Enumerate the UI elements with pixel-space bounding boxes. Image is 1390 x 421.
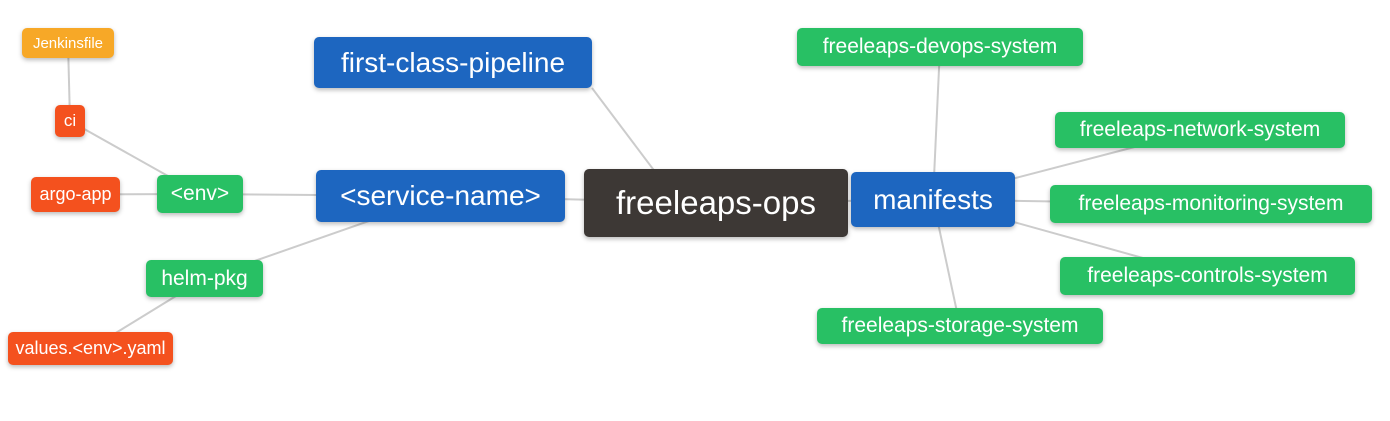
node-manifests[interactable]: manifests — [851, 172, 1015, 227]
node-ci[interactable]: ci — [55, 105, 85, 137]
node-freeleaps-ops[interactable]: freeleaps-ops — [584, 169, 848, 237]
node-freeleaps-storage-system[interactable]: freeleaps-storage-system — [817, 308, 1103, 344]
node-argo-app[interactable]: argo-app — [31, 177, 120, 212]
node-freeleaps-monitoring-system[interactable]: freeleaps-monitoring-system — [1050, 185, 1372, 223]
node-values-env-yaml[interactable]: values.<env>.yaml — [8, 332, 173, 365]
node-freeleaps-network-system[interactable]: freeleaps-network-system — [1055, 112, 1345, 148]
edge-first-class-pipeline--freeleaps-ops — [591, 87, 666, 186]
node-jenkinsfile[interactable]: Jenkinsfile — [22, 28, 114, 58]
node-helm-pkg[interactable]: helm-pkg — [146, 260, 263, 297]
node-service-name[interactable]: <service-name> — [316, 170, 565, 222]
node-freeleaps-devops-system[interactable]: freeleaps-devops-system — [797, 28, 1083, 66]
node-freeleaps-controls-system[interactable]: freeleaps-controls-system — [1060, 257, 1355, 295]
node-first-class-pipeline[interactable]: first-class-pipeline — [314, 37, 592, 88]
node-env[interactable]: <env> — [157, 175, 243, 213]
